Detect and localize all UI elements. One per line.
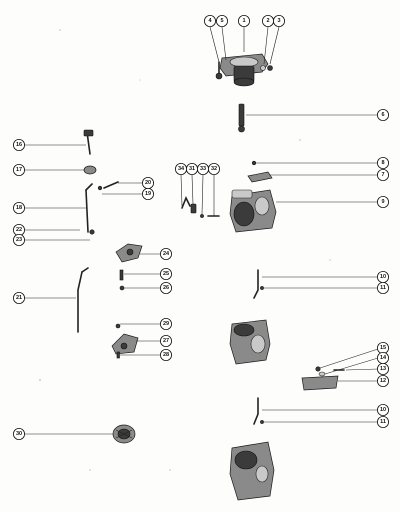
callout-7: 7 bbox=[376, 168, 389, 181]
callout-30: 30 bbox=[12, 427, 25, 440]
float-chamber-cover bbox=[219, 53, 269, 87]
svg-text:4: 4 bbox=[208, 18, 212, 24]
callout-25: 25 bbox=[159, 267, 172, 280]
svg-text:2: 2 bbox=[266, 18, 269, 24]
callout-2: 2 bbox=[261, 14, 274, 27]
callout-24: 24 bbox=[159, 247, 172, 260]
svg-text:11: 11 bbox=[380, 419, 386, 425]
svg-text:30: 30 bbox=[16, 431, 22, 437]
spring-25 bbox=[119, 269, 124, 281]
callout-31: 31 bbox=[185, 162, 198, 175]
svg-text:10: 10 bbox=[380, 274, 386, 280]
callout-21: 21 bbox=[12, 291, 25, 304]
callout-33: 33 bbox=[196, 162, 209, 175]
carburetor-body-1 bbox=[229, 189, 277, 233]
svg-text:27: 27 bbox=[163, 338, 169, 344]
callout-5: 5 bbox=[215, 14, 228, 27]
svg-text:23: 23 bbox=[16, 237, 22, 243]
callout-19: 19 bbox=[141, 187, 154, 200]
svg-text:20: 20 bbox=[145, 180, 151, 186]
callout-12: 12 bbox=[376, 374, 389, 387]
callout-22: 22 bbox=[12, 223, 25, 236]
carburetor-body-3 bbox=[229, 441, 275, 501]
callout-11-lower: 11 bbox=[376, 415, 389, 428]
callout-29: 29 bbox=[159, 317, 172, 330]
scan-noise bbox=[38, 29, 331, 471]
float-arm bbox=[247, 160, 273, 183]
callout-18: 18 bbox=[12, 201, 25, 214]
svg-text:1: 1 bbox=[242, 18, 245, 24]
svg-text:31: 31 bbox=[189, 166, 195, 172]
callout-34: 34 bbox=[174, 162, 187, 175]
svg-text:9: 9 bbox=[381, 199, 384, 205]
svg-text:13: 13 bbox=[380, 366, 386, 372]
svg-text:15: 15 bbox=[380, 345, 386, 351]
callout-23: 23 bbox=[12, 233, 25, 246]
svg-text:11: 11 bbox=[380, 285, 386, 291]
svg-text:25: 25 bbox=[163, 271, 169, 277]
svg-text:19: 19 bbox=[145, 191, 151, 197]
washer-26 bbox=[119, 285, 125, 291]
svg-text:18: 18 bbox=[16, 205, 22, 211]
svg-text:16: 16 bbox=[16, 142, 22, 148]
svg-text:3: 3 bbox=[277, 18, 280, 24]
throttle-lever-24 bbox=[115, 243, 143, 263]
fuel-inlet-fitting bbox=[301, 366, 345, 391]
callout-10-lower: 10 bbox=[376, 403, 389, 416]
callout-10: 10 bbox=[376, 270, 389, 283]
svg-text:14: 14 bbox=[380, 355, 387, 361]
svg-text:12: 12 bbox=[380, 378, 386, 384]
callout-15: 15 bbox=[376, 341, 389, 354]
svg-text:24: 24 bbox=[163, 251, 170, 257]
callout-6: 6 bbox=[376, 109, 389, 122]
callout-17: 17 bbox=[12, 163, 25, 176]
callout-16: 16 bbox=[12, 138, 25, 151]
carburetor-body-2 bbox=[229, 319, 271, 365]
leader-lines bbox=[25, 26, 379, 435]
callout-26: 26 bbox=[159, 281, 172, 294]
callout-11: 11 bbox=[376, 281, 389, 294]
fuel-filter-30 bbox=[112, 424, 136, 444]
svg-text:34: 34 bbox=[178, 166, 185, 172]
callout-32: 32 bbox=[207, 162, 220, 175]
callout-14: 14 bbox=[376, 351, 389, 364]
float-pin bbox=[238, 103, 245, 133]
svg-text:33: 33 bbox=[200, 166, 206, 172]
linkage-rod bbox=[77, 267, 89, 333]
svg-text:8: 8 bbox=[381, 160, 384, 166]
throttle-lever-27 bbox=[111, 323, 139, 359]
svg-text:22: 22 bbox=[16, 227, 22, 233]
svg-text:17: 17 bbox=[16, 167, 22, 173]
needle-valve-lower bbox=[253, 397, 264, 425]
svg-text:5: 5 bbox=[220, 18, 223, 24]
svg-text:21: 21 bbox=[16, 295, 22, 301]
svg-text:6: 6 bbox=[381, 112, 384, 118]
callout-9: 9 bbox=[376, 195, 389, 208]
choke-rod-assembly bbox=[83, 129, 119, 235]
svg-text:26: 26 bbox=[163, 285, 169, 291]
svg-text:10: 10 bbox=[380, 407, 386, 413]
svg-text:32: 32 bbox=[211, 166, 217, 172]
callout-8: 8 bbox=[376, 156, 389, 169]
svg-text:29: 29 bbox=[163, 321, 169, 327]
callout-28: 28 bbox=[159, 348, 172, 361]
callout-27: 27 bbox=[159, 334, 172, 347]
callout-3: 3 bbox=[272, 14, 285, 27]
callout-4: 4 bbox=[203, 14, 216, 27]
callout-20: 20 bbox=[141, 176, 154, 189]
callout-1: 1 bbox=[237, 14, 250, 27]
cover-screw-left bbox=[215, 61, 223, 80]
jet-small-parts bbox=[181, 196, 220, 218]
svg-text:28: 28 bbox=[163, 352, 169, 358]
svg-text:7: 7 bbox=[381, 172, 384, 178]
callout-13: 13 bbox=[376, 362, 389, 375]
cover-screw-right bbox=[260, 65, 273, 71]
needle-valve-10-11 bbox=[253, 269, 264, 299]
